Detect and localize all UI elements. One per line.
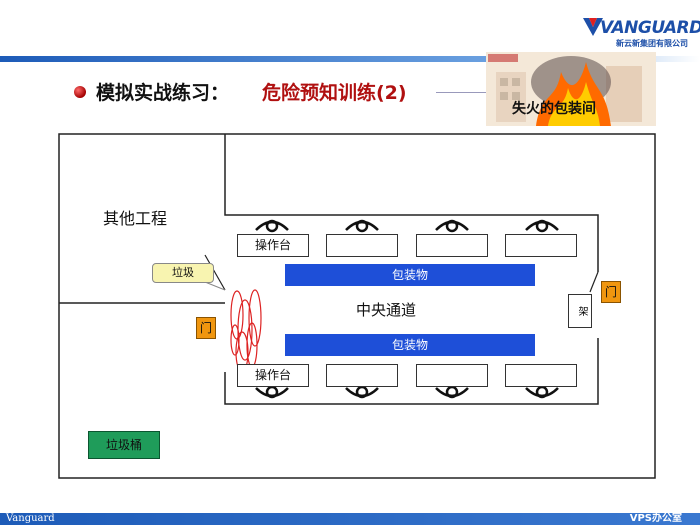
fire-illustration [486,52,656,126]
header-band [0,56,700,62]
logo-wordmark: VANGUARD [600,18,700,38]
title-divider [436,92,486,93]
workbench-top-4 [505,234,577,257]
workbench-top-3 [416,234,488,257]
door-right: 门 [601,281,621,303]
footer-band [0,513,700,525]
package-row-bottom: 包装物 [285,334,535,356]
footer-brand: Vanguard [6,513,55,524]
fire-caption: 失火的包装间 [512,101,596,117]
workbench-top-2 [326,234,398,257]
trash-callout: 垃圾 [152,263,214,283]
logo-subtitle: 新云新集团有限公司 [616,39,688,48]
door-left: 门 [196,317,216,339]
shelf: 架 [568,294,592,328]
workbench-label: 操作台 [254,368,291,382]
vanguard-logo-icon [583,18,603,36]
workbench-label: 操作台 [254,238,291,252]
workbench-bottom-3 [416,364,488,387]
workbench-bottom-4 [505,364,577,387]
package-row-top: 包装物 [285,264,535,286]
center-aisle-label: 中央通道 [356,301,417,319]
workbench-top-1: 操作台 [237,234,309,257]
title-bullet-icon [74,86,86,98]
page-title: 模拟实战练习： [96,82,230,104]
workbench-bottom-1: 操作台 [237,364,309,387]
footer-office: VPS办公室 [629,513,682,524]
trash-bin: 垃圾桶 [88,431,160,459]
page-title-highlight: 危险预知训练(2) [262,82,407,104]
other-works-label: 其他工程 [103,209,168,228]
workbench-bottom-2 [326,364,398,387]
